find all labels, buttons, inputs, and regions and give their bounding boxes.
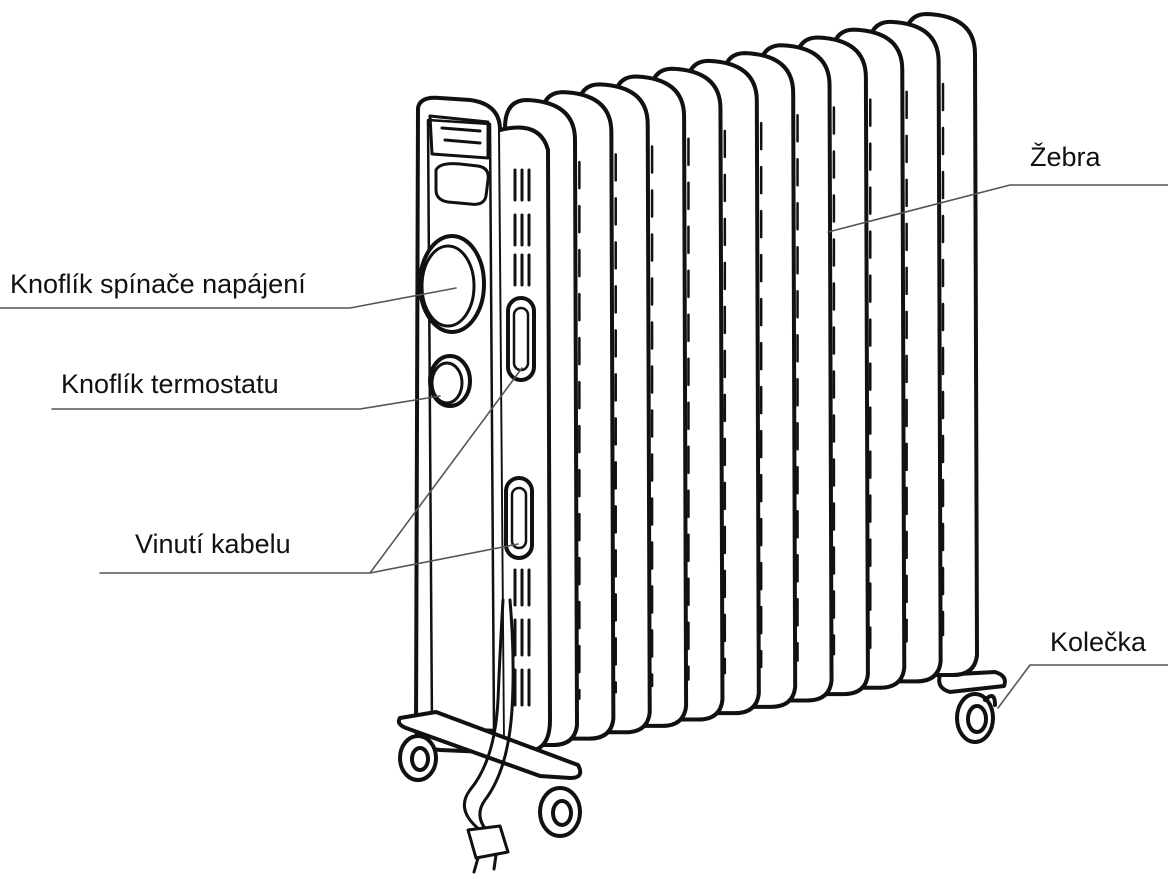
power-cable bbox=[462, 598, 515, 874]
thermostat-knob-label: Knoflík termostatu bbox=[61, 369, 279, 399]
radiator-fins bbox=[503, 12, 979, 747]
leader-lines bbox=[0, 184, 1168, 709]
control-panel bbox=[414, 95, 552, 754]
rear-wheel bbox=[937, 670, 1007, 744]
wheels-label: Kolečka bbox=[1050, 627, 1147, 657]
front-foot bbox=[396, 710, 583, 838]
fins-label: Žebra bbox=[1030, 142, 1101, 172]
power-knob-label: Knoflík spínače napájení bbox=[10, 269, 306, 299]
cable-winder-label: Vinutí kabelu bbox=[135, 529, 291, 559]
